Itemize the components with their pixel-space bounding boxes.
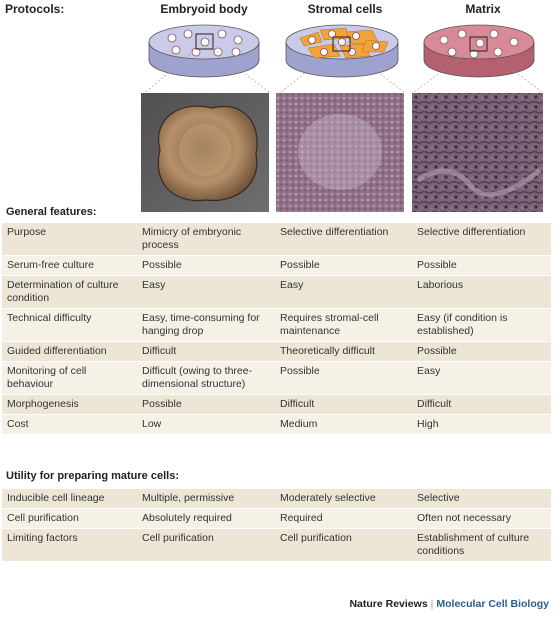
table-cell: Requires stromal-cell maintenance [275,308,412,342]
embryoid-body-dish [145,24,270,93]
column-header-stromal-cells: Stromal cells [307,2,383,16]
row-label-cell: Cell purification [2,508,137,529]
table-cell: Establishment of culture conditions [412,528,551,561]
table-cell: Easy [412,361,551,395]
row-label-cell: Inducible cell lineage [2,488,137,509]
table-cell: Easy [275,275,412,309]
table-cell: Possible [412,255,551,276]
table-cell: Medium [275,414,412,434]
journal-name: Nature Reviews [349,598,428,610]
table-cell: High [412,414,551,434]
journal-subtitle: Molecular Cell Biology [436,598,549,610]
protocol-illustrations [141,24,543,212]
embryoid-body-micrograph [141,93,269,212]
table-cell: Cell purification [275,528,412,561]
table-cell: Selective [412,488,551,509]
general-features-heading: General features: [6,206,97,218]
row-label-cell: Cost [2,414,137,434]
table-cell: Mimicry of embryonic process [137,222,275,256]
table-cell: Moderately selective [275,488,412,509]
footer-separator: | [430,598,434,610]
row-label-cell: Monitoring of cell behaviour [2,361,137,395]
table-cell: Difficult [412,394,551,415]
matrix-micrograph [412,93,543,212]
table-cell: Multiple, permissive [137,488,275,509]
table-cell: Required [275,508,412,529]
table-cell: Difficult [275,394,412,415]
column-header-matrix: Matrix [465,2,501,16]
table-cell: Laborious [412,275,551,309]
row-label-cell: Limiting factors [2,528,137,561]
row-label-cell: Morphogenesis [2,394,137,415]
stromal-cells-micrograph [276,93,404,212]
utility-heading: Utility for preparing mature cells: [6,470,179,482]
matrix-dish [413,24,543,93]
row-label-cell: Guided differentiation [2,341,137,362]
stromal-cells-dish [280,24,405,93]
table-cell: Possible [137,394,275,415]
table-cell: Easy [137,275,275,309]
table-cell: Possible [412,341,551,362]
table-cell: Cell purification [137,528,275,561]
row-label-cell: Purpose [2,222,137,256]
row-label-cell: Technical difficulty [2,308,137,342]
table-cell: Difficult [137,341,275,362]
row-label-cell: Determination of culture condition [2,275,137,309]
table-cell: Possible [137,255,275,276]
table-cell: Easy, time-consuming for hanging drop [137,308,275,342]
table-cell: Low [137,414,275,434]
table-cell: Theoretically difficult [275,341,412,362]
table-cell: Selective differentiation [412,222,551,256]
table-cell: Possible [275,361,412,395]
column-header-embryoid-body: Embryoid body [160,2,248,16]
row-label-cell: Serum-free culture [2,255,137,276]
table-cell: Possible [275,255,412,276]
protocols-label: Protocols: [5,2,65,16]
table-cell: Absolutely required [137,508,275,529]
table-cell: Difficult (owing to three-dimensional st… [137,361,275,395]
table-cell: Often not necessary [412,508,551,529]
table-cell: Selective differentiation [275,222,412,256]
journal-footer: Nature Reviews|Molecular Cell Biology [349,598,549,610]
table-cell: Easy (if condition is established) [412,308,551,342]
